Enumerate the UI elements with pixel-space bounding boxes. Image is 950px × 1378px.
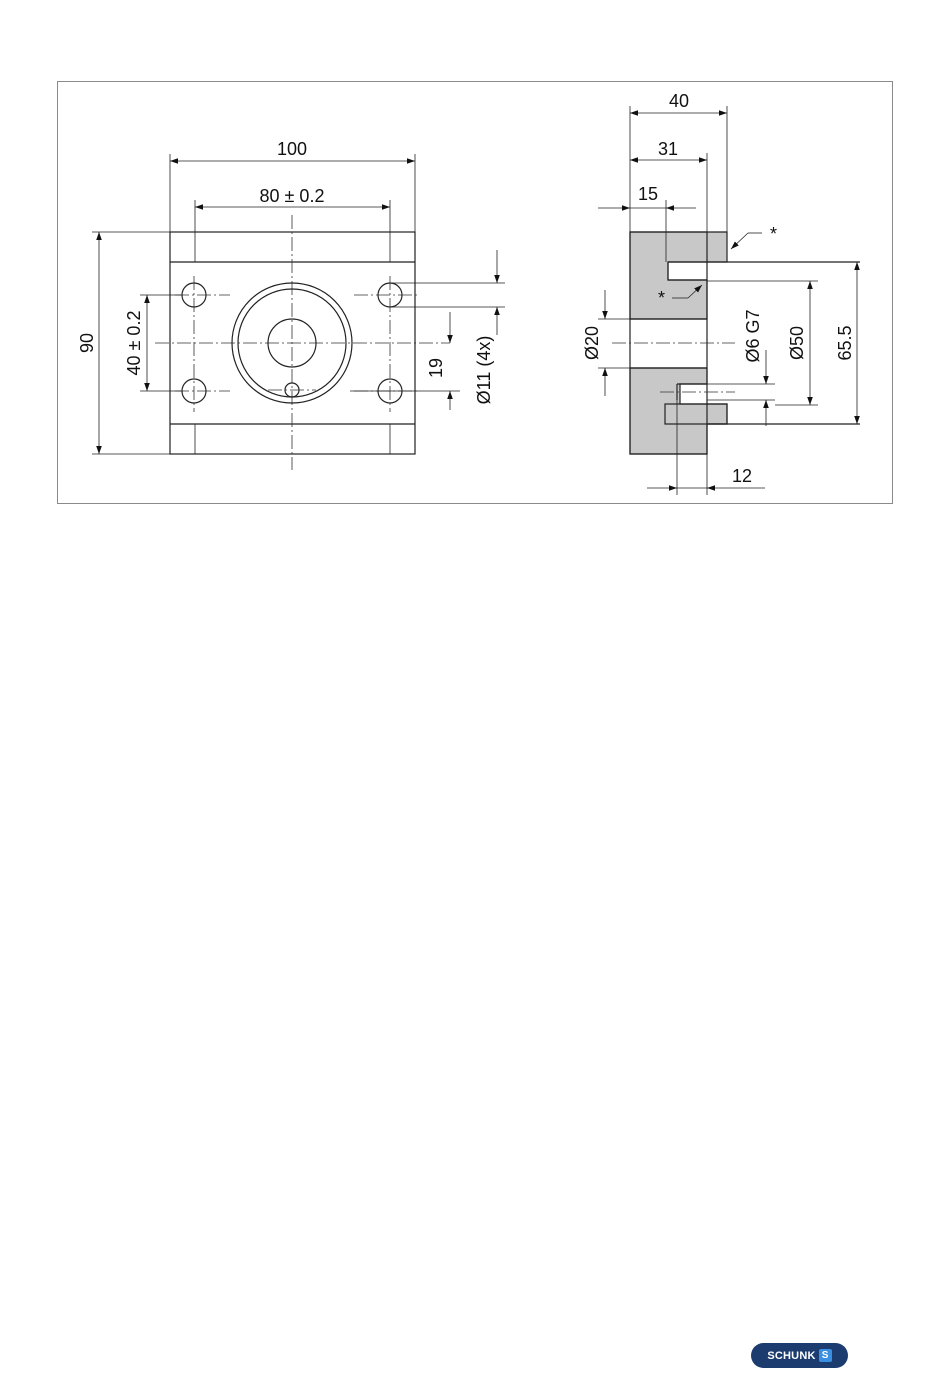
dim-depth-15-label: 15 (638, 184, 658, 204)
section-lower (630, 368, 727, 454)
side-view: 40 31 15 * * Ø20 Ø6 G7 Ø50 65.5 12 (582, 91, 860, 495)
dim-pin-diameter-label: Ø6 G7 (743, 309, 763, 362)
dim-outer-diameter-label: Ø50 (787, 326, 807, 360)
mounting-holes (175, 276, 420, 412)
logo-mark-icon: S (819, 1349, 832, 1362)
dim-total-depth-label: 40 (669, 91, 689, 111)
asterisk-lower-label: * (658, 288, 665, 308)
dim-bore-diameter-label: Ø20 (582, 326, 602, 360)
asterisk-upper-label: * (770, 224, 777, 244)
dim-side-height-label: 65.5 (835, 325, 855, 360)
dim-width-label: 100 (277, 139, 307, 159)
dim-hole-spacing-y-label: 40 ± 0.2 (124, 311, 144, 376)
dim-pin-depth-label: 12 (732, 466, 752, 486)
section-upper (630, 232, 727, 319)
logo-text: SCHUNK (767, 1350, 815, 1362)
front-view: 100 80 ± 0.2 90 40 ± 0.2 19 Ø11 (4x) (77, 139, 505, 470)
dim-hole-diameter-label: Ø11 (4x) (474, 336, 494, 405)
dim-hole-spacing-x-label: 80 ± 0.2 (260, 186, 325, 206)
dim-height-label: 90 (77, 333, 97, 353)
schunk-logo: SCHUNK S (751, 1343, 848, 1368)
dim-depth-31-label: 31 (658, 139, 678, 159)
dim-offset-label: 19 (426, 358, 446, 378)
